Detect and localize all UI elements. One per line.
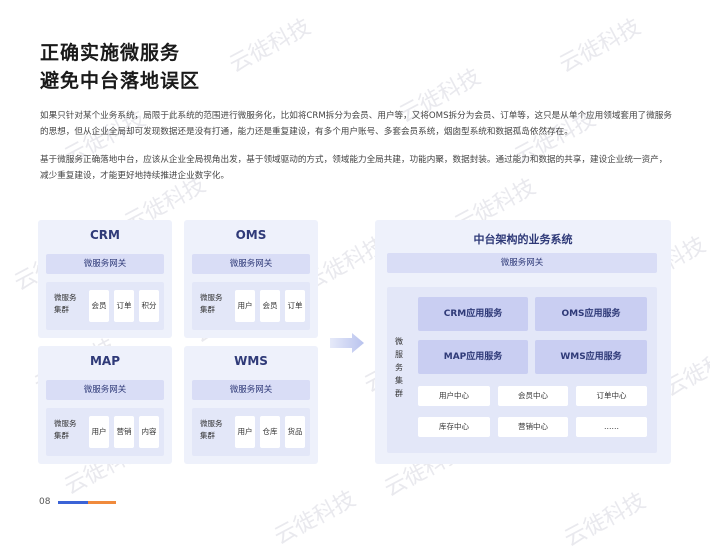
service-module: 货品 xyxy=(285,416,305,448)
system-box-map: MAP 微服务网关 微服务集群 用户 营销 内容 xyxy=(38,346,172,464)
cluster-label: 微服务集群 xyxy=(200,419,223,440)
system-name: CRM xyxy=(90,228,120,242)
capability-center: 用户中心 xyxy=(418,386,490,406)
microservice-cluster: 微服务集群 会员 订单 积分 xyxy=(46,282,164,330)
capability-center: 会员中心 xyxy=(498,386,568,406)
service-module: 用户 xyxy=(235,416,255,448)
footer-accent-orange xyxy=(88,501,116,504)
capability-center: 营销中心 xyxy=(498,417,568,437)
system-box-oms: OMS 微服务网关 微服务集群 用户 会员 订单 xyxy=(184,220,318,338)
body-paragraph-1: 如果只针对某个业务系统，局限于此系统的范围进行微服务化，比如将CRM拆分为会员、… xyxy=(40,111,672,137)
capability-center: …… xyxy=(576,417,647,437)
microservice-gateway: 微服务网关 xyxy=(46,254,164,274)
body-paragraph-2: 基于微服务正确落地中台，应该从企业全局视角出发，基于领域驱动的方式，领域能力全局… xyxy=(40,155,668,181)
service-module: 内容 xyxy=(139,416,159,448)
microservice-cluster: 微服务集群 用户 会员 订单 xyxy=(192,282,310,330)
capability-center: 订单中心 xyxy=(576,386,647,406)
system-name: OMS xyxy=(235,228,267,242)
service-module: 订单 xyxy=(114,290,134,322)
service-module: 积分 xyxy=(139,290,159,322)
microservice-gateway: 微服务网关 xyxy=(46,380,164,400)
service-module: 会员 xyxy=(89,290,109,322)
page-title-line2: 避免中台落地误区 xyxy=(40,70,201,92)
microservice-cluster: 微服务集群 用户 仓库 货品 xyxy=(192,408,310,456)
service-module: 会员 xyxy=(260,290,280,322)
microservice-cluster: 微服务集群 用户 营销 内容 xyxy=(46,408,164,456)
service-module: 用户 xyxy=(89,416,109,448)
middle-platform-system-box: 中台架构的业务系统 微服务网关 微服务集群 CRM应用服务 OMS应用服务 MA… xyxy=(375,220,671,464)
cluster-label: 微服务集群 xyxy=(200,293,223,314)
footer-accent-bar xyxy=(58,501,116,504)
app-service: WMS应用服务 xyxy=(535,340,647,374)
microservice-gateway: 微服务网关 xyxy=(192,254,310,274)
watermark: 云徙科技 xyxy=(270,486,360,550)
app-service: CRM应用服务 xyxy=(418,297,528,331)
microservice-gateway: 微服务网关 xyxy=(192,380,310,400)
service-module: 订单 xyxy=(285,290,305,322)
page-title-line1: 正确实施微服务 xyxy=(40,42,181,64)
arrow-right-icon xyxy=(330,333,364,353)
page-number: 08 xyxy=(39,497,51,507)
service-module: 营销 xyxy=(114,416,134,448)
cluster-label: 微服务集群 xyxy=(54,419,77,440)
system-box-wms: WMS 微服务网关 微服务集群 用户 仓库 货品 xyxy=(184,346,318,464)
microservice-gateway: 微服务网关 xyxy=(387,253,657,273)
system-box-crm: CRM 微服务网关 微服务集群 会员 订单 积分 xyxy=(38,220,172,338)
system-title: 中台架构的业务系统 xyxy=(473,233,573,246)
watermark: 云徙科技 xyxy=(555,14,645,78)
app-service: OMS应用服务 xyxy=(535,297,647,331)
footer-accent-blue xyxy=(58,501,88,504)
system-name: MAP xyxy=(89,354,121,368)
cluster-label-vertical: 微服务集群 xyxy=(395,337,403,398)
service-module: 用户 xyxy=(235,290,255,322)
app-service: MAP应用服务 xyxy=(418,340,528,374)
service-module: 仓库 xyxy=(260,416,280,448)
capability-center: 库存中心 xyxy=(418,417,490,437)
cluster-label: 微服务集群 xyxy=(54,293,77,314)
system-name: WMS xyxy=(234,354,268,368)
microservice-cluster: 微服务集群 CRM应用服务 OMS应用服务 MAP应用服务 WMS应用服务 用户… xyxy=(387,287,657,453)
watermark: 云徙科技 xyxy=(560,488,650,552)
watermark: 云徙科技 xyxy=(225,14,315,78)
